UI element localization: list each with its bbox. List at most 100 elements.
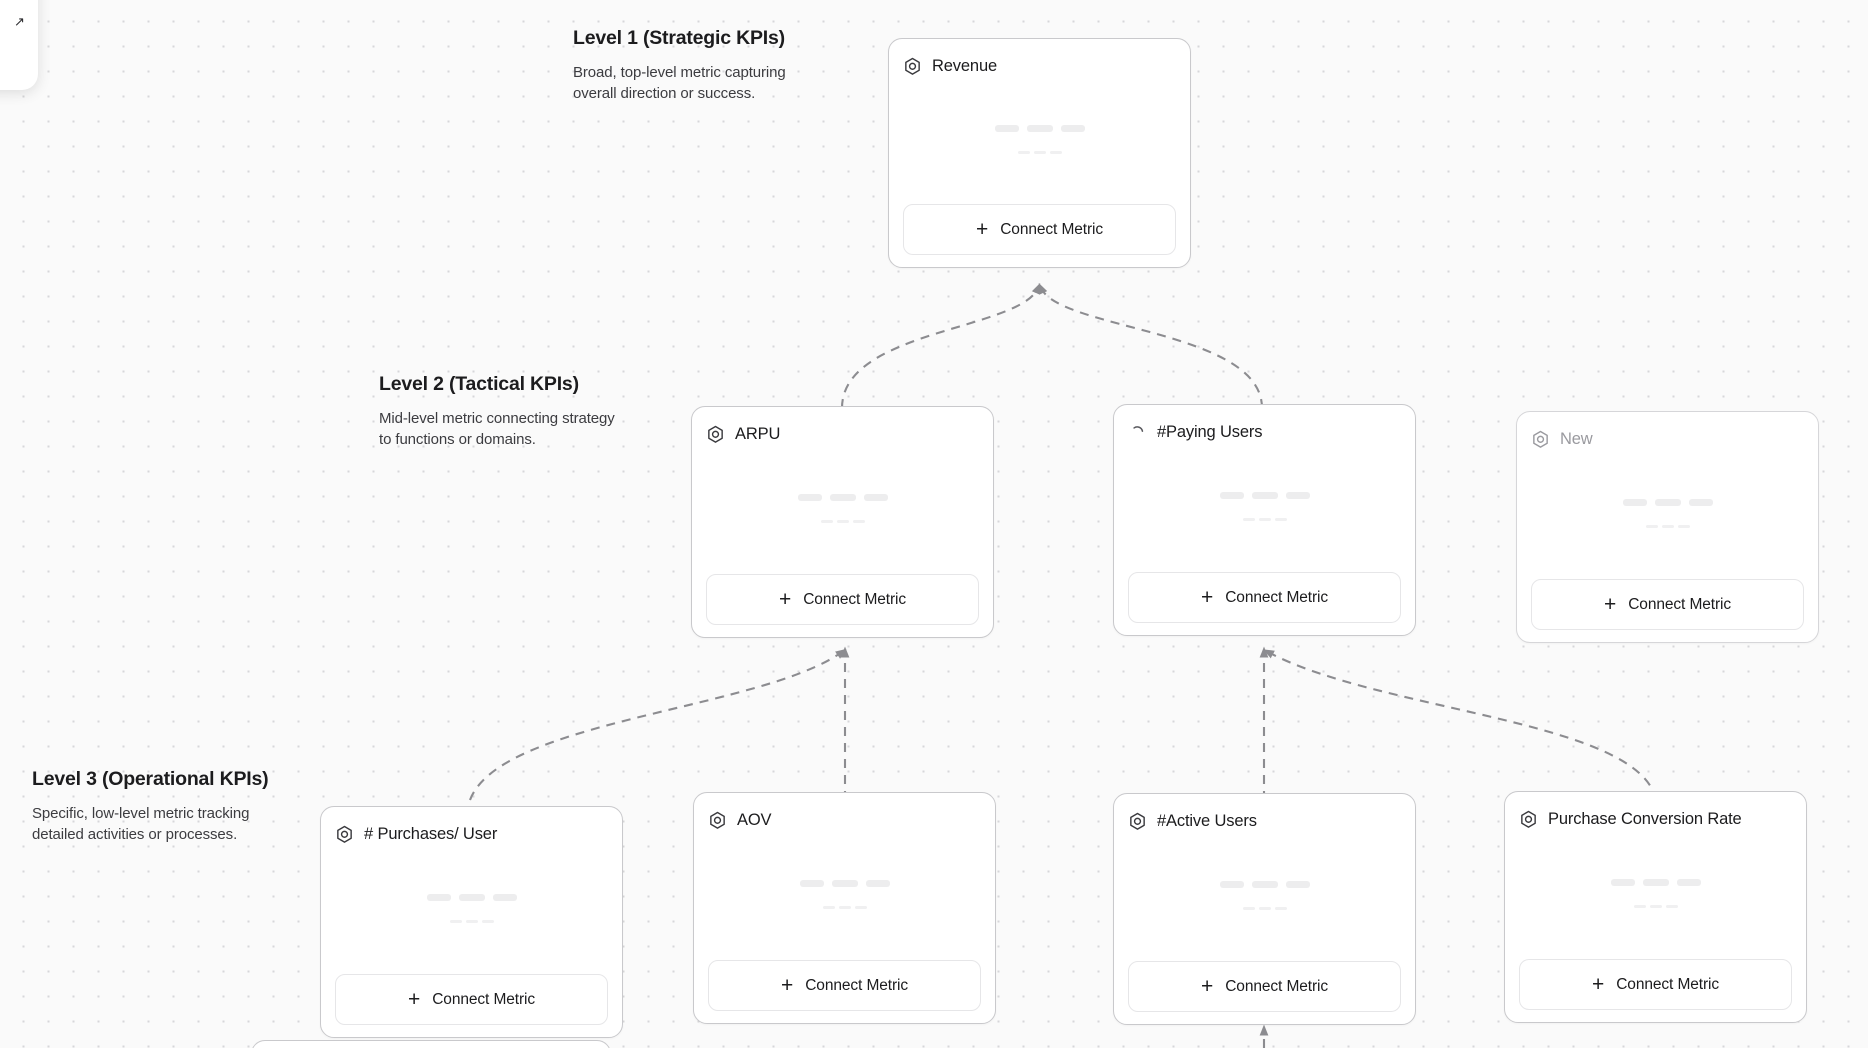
metric-card-aov[interactable]: AOV + Connect Metric bbox=[693, 792, 996, 1024]
card-title: #Paying Users bbox=[1157, 422, 1263, 441]
skeleton-bar bbox=[865, 879, 890, 887]
skeleton-bar bbox=[465, 919, 478, 924]
skeleton-bar bbox=[1654, 498, 1681, 506]
plus-icon: + bbox=[975, 218, 989, 241]
skeleton-bar bbox=[854, 905, 867, 910]
metric-card-offscreen-partial[interactable] bbox=[251, 1040, 611, 1048]
floating-corner-panel[interactable]: ↗ bbox=[0, 0, 38, 90]
edge-conversion-to-paying-users bbox=[1263, 649, 1658, 801]
skeleton-bar bbox=[1633, 904, 1646, 909]
expand-arrow-icon[interactable]: ↗ bbox=[14, 14, 25, 29]
metric-card-revenue[interactable]: Revenue + Connect Metric bbox=[888, 38, 1191, 268]
card-skeleton-body bbox=[1128, 834, 1401, 961]
skeleton-bar bbox=[1033, 150, 1046, 155]
connect-metric-button[interactable]: + Connect Metric bbox=[903, 204, 1176, 255]
connect-metric-button[interactable]: + Connect Metric bbox=[1519, 959, 1792, 1010]
metric-card-new[interactable]: New + Connect Metric bbox=[1516, 411, 1819, 643]
connect-metric-button[interactable]: + Connect Metric bbox=[706, 574, 979, 625]
skeleton-bar bbox=[797, 493, 822, 501]
card-header: Revenue bbox=[903, 53, 1176, 79]
skeleton-bar bbox=[1622, 498, 1647, 506]
skeleton-bar bbox=[1219, 491, 1244, 499]
card-title: Revenue bbox=[932, 56, 997, 75]
level-1-label: Level 1 (Strategic KPIs) Broad, top-leve… bbox=[573, 27, 823, 105]
card-skeleton-body bbox=[335, 847, 608, 974]
metric-card-active-users[interactable]: #Active Users + Connect Metric bbox=[1113, 793, 1416, 1025]
skeleton-bar bbox=[838, 905, 851, 910]
card-header: #Active Users bbox=[1128, 808, 1401, 834]
skeleton-bar bbox=[1251, 880, 1278, 888]
connect-metric-button[interactable]: + Connect Metric bbox=[335, 974, 608, 1025]
skeleton-row-primary bbox=[994, 124, 1085, 132]
plus-icon: + bbox=[1200, 586, 1214, 609]
connect-metric-label: Connect Metric bbox=[1000, 220, 1104, 238]
metric-card-arpu[interactable]: ARPU + Connect Metric bbox=[691, 406, 994, 638]
connect-metric-button[interactable]: + Connect Metric bbox=[1531, 579, 1804, 630]
metric-card-paying-users[interactable]: #Paying Users + Connect Metric bbox=[1113, 404, 1416, 636]
plus-icon: + bbox=[1200, 975, 1214, 998]
skeleton-bar bbox=[831, 879, 858, 887]
hexagon-target-icon bbox=[1519, 810, 1538, 829]
skeleton-bar bbox=[1649, 904, 1662, 909]
level-3-label: Level 3 (Operational KPIs) Specific, low… bbox=[32, 768, 294, 846]
skeleton-bar bbox=[492, 893, 517, 901]
edge-paying-users-to-revenue bbox=[1038, 283, 1264, 409]
connect-metric-button[interactable]: + Connect Metric bbox=[708, 960, 981, 1011]
skeleton-bar bbox=[426, 893, 451, 901]
card-skeleton-body bbox=[708, 833, 981, 960]
skeleton-row-secondary bbox=[1242, 906, 1287, 911]
skeleton-row-secondary bbox=[1017, 150, 1062, 155]
plus-icon: + bbox=[407, 988, 421, 1011]
skeleton-row-primary bbox=[799, 879, 890, 887]
skeleton-row-secondary bbox=[1242, 517, 1287, 522]
connect-metric-label: Connect Metric bbox=[803, 590, 907, 608]
plus-icon: + bbox=[1603, 593, 1617, 616]
card-header: Purchase Conversion Rate bbox=[1519, 806, 1792, 832]
skeleton-bar bbox=[799, 879, 824, 887]
metric-card-purchases-per-user[interactable]: # Purchases/ User + Connect Metric bbox=[320, 806, 623, 1038]
skeleton-bar bbox=[1026, 124, 1053, 132]
skeleton-bar bbox=[1285, 491, 1310, 499]
skeleton-row-primary bbox=[1219, 880, 1310, 888]
skeleton-bar bbox=[829, 493, 856, 501]
skeleton-row-secondary bbox=[449, 919, 494, 924]
skeleton-bar bbox=[1251, 491, 1278, 499]
hexagon-target-icon bbox=[1531, 430, 1550, 449]
skeleton-row-secondary bbox=[820, 519, 865, 524]
level-1-title: Level 1 (Strategic KPIs) bbox=[573, 27, 785, 49]
skeleton-bar bbox=[1610, 878, 1635, 886]
card-skeleton-body bbox=[1519, 832, 1792, 959]
level-1-description: Broad, top-level metric capturing overal… bbox=[573, 64, 786, 103]
skeleton-bar bbox=[1274, 517, 1287, 522]
plus-icon: + bbox=[780, 974, 794, 997]
card-title: New bbox=[1560, 429, 1593, 448]
skeleton-bar bbox=[820, 519, 833, 524]
skeleton-bar bbox=[1676, 878, 1701, 886]
skeleton-bar bbox=[863, 493, 888, 501]
card-skeleton-body bbox=[706, 447, 979, 574]
connect-metric-label: Connect Metric bbox=[1225, 588, 1329, 606]
connect-metric-button[interactable]: + Connect Metric bbox=[1128, 961, 1401, 1012]
metric-card-purchase-conversion-rate[interactable]: Purchase Conversion Rate + Connect Metri… bbox=[1504, 791, 1807, 1023]
skeleton-bar bbox=[1242, 906, 1255, 911]
skeleton-bar bbox=[458, 893, 485, 901]
plus-icon: + bbox=[778, 588, 792, 611]
skeleton-bar bbox=[1645, 524, 1658, 529]
connect-metric-label: Connect Metric bbox=[1225, 977, 1329, 995]
skeleton-row-primary bbox=[1219, 491, 1310, 499]
skeleton-bar bbox=[1049, 150, 1062, 155]
connect-metric-button[interactable]: + Connect Metric bbox=[1128, 572, 1401, 623]
skeleton-row-primary bbox=[1610, 878, 1701, 886]
card-skeleton-body bbox=[1128, 445, 1401, 572]
card-skeleton-body bbox=[903, 79, 1176, 204]
plus-icon: + bbox=[1591, 973, 1605, 996]
card-title: Purchase Conversion Rate bbox=[1548, 809, 1742, 828]
hexagon-target-icon bbox=[706, 425, 725, 444]
skeleton-bar bbox=[836, 519, 849, 524]
skeleton-bar bbox=[1017, 150, 1030, 155]
skeleton-bar bbox=[1642, 878, 1669, 886]
card-header: ARPU bbox=[706, 421, 979, 447]
level-3-title: Level 3 (Operational KPIs) bbox=[32, 768, 269, 790]
level-2-title: Level 2 (Tactical KPIs) bbox=[379, 373, 579, 395]
